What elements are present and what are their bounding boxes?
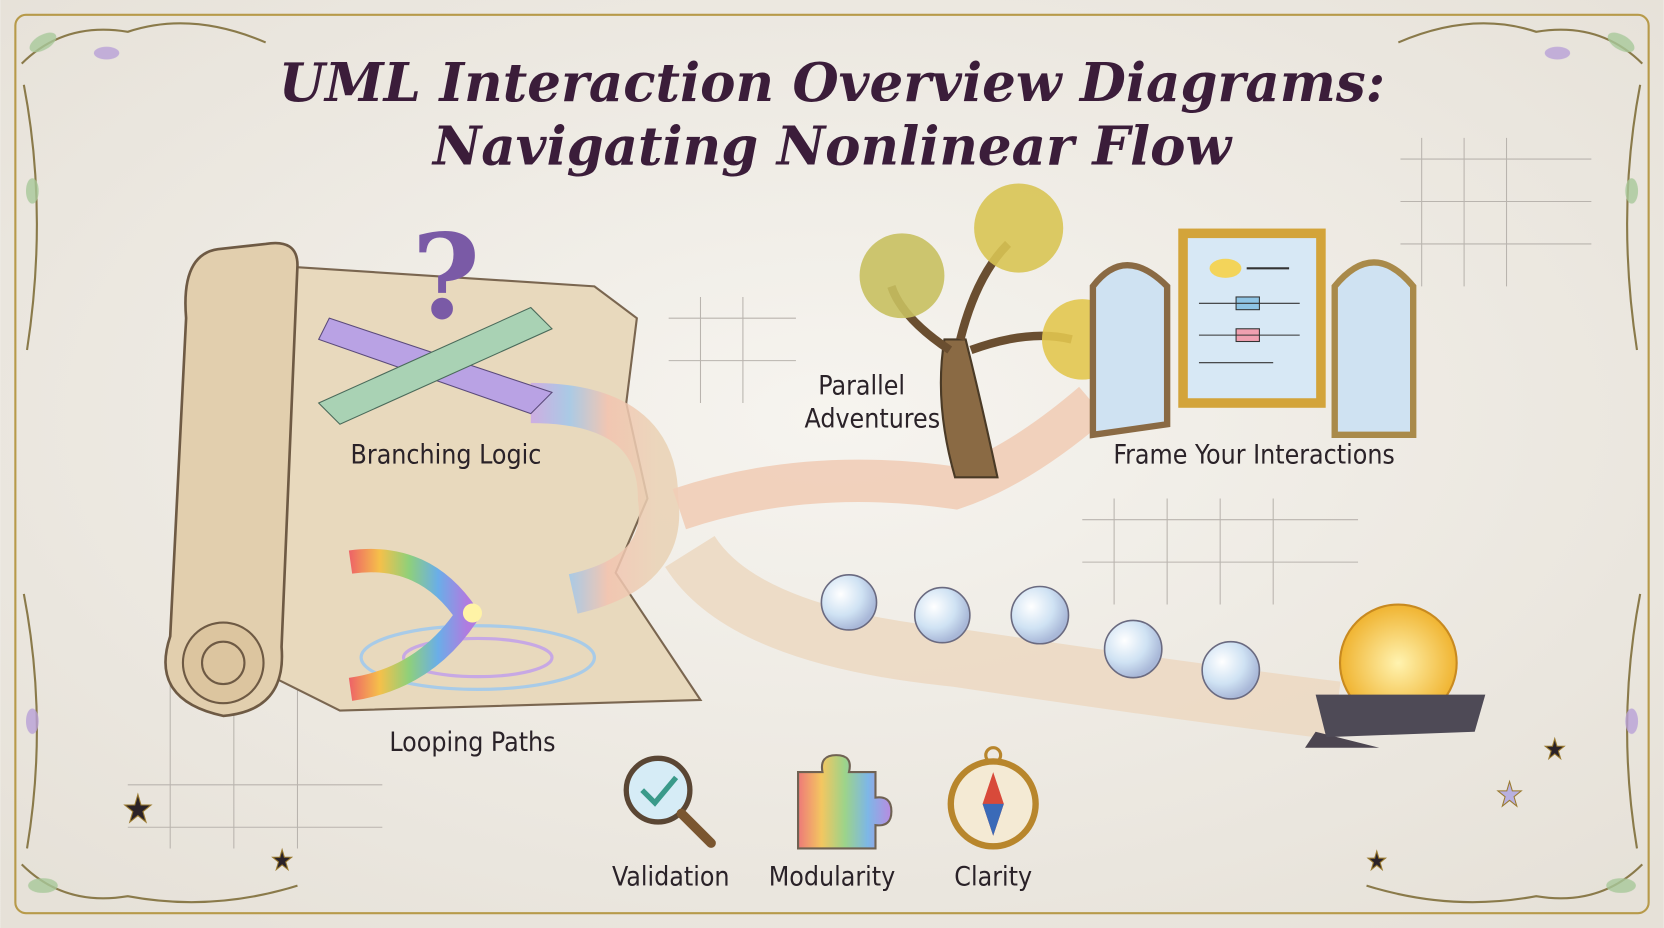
sunrise-icon: [1315, 603, 1486, 738]
sparkle-stars: ★ ★ ★ ★ ★: [122, 732, 1566, 877]
sketch-grids: [127, 137, 1592, 849]
mirror-left: [1089, 262, 1171, 439]
label-parallel-line-2: Adventures: [804, 403, 940, 434]
principle-label-modularity: Modularity: [769, 862, 896, 893]
framed-diagram: [1178, 228, 1326, 408]
label-frame-interactions: Frame Your Interactions: [1113, 439, 1395, 470]
principle-label-clarity: Clarity: [954, 862, 1032, 893]
label-branching-logic: Branching Logic: [351, 439, 542, 470]
svg-text:★: ★: [1544, 732, 1566, 765]
title-line-2: Navigating Nonlinear Flow: [431, 114, 1234, 177]
mirror-right: [1331, 259, 1417, 439]
svg-text:★: ★: [271, 844, 293, 877]
title-line-1: UML Interaction Overview Diagrams:: [279, 51, 1386, 114]
label-parallel-line-1: Parallel: [818, 371, 905, 402]
looping-rainbow-icon: [348, 548, 597, 701]
svg-text:★: ★: [122, 788, 153, 832]
svg-text:★: ★: [1367, 847, 1388, 877]
magnifier-check-icon: [623, 755, 716, 848]
compass-icon: [947, 746, 1039, 850]
leaf-decorations: [25, 32, 1639, 894]
label-looping-paths: Looping Paths: [389, 727, 555, 758]
svg-text:★: ★: [1496, 776, 1523, 815]
principle-label-validation: Validation: [612, 862, 730, 893]
pearl-orbs: [820, 574, 1261, 700]
branching-crossroads-icon: ?: [317, 208, 553, 425]
question-mark-icon: ?: [412, 208, 480, 346]
puzzle-piece-icon: [797, 754, 893, 850]
